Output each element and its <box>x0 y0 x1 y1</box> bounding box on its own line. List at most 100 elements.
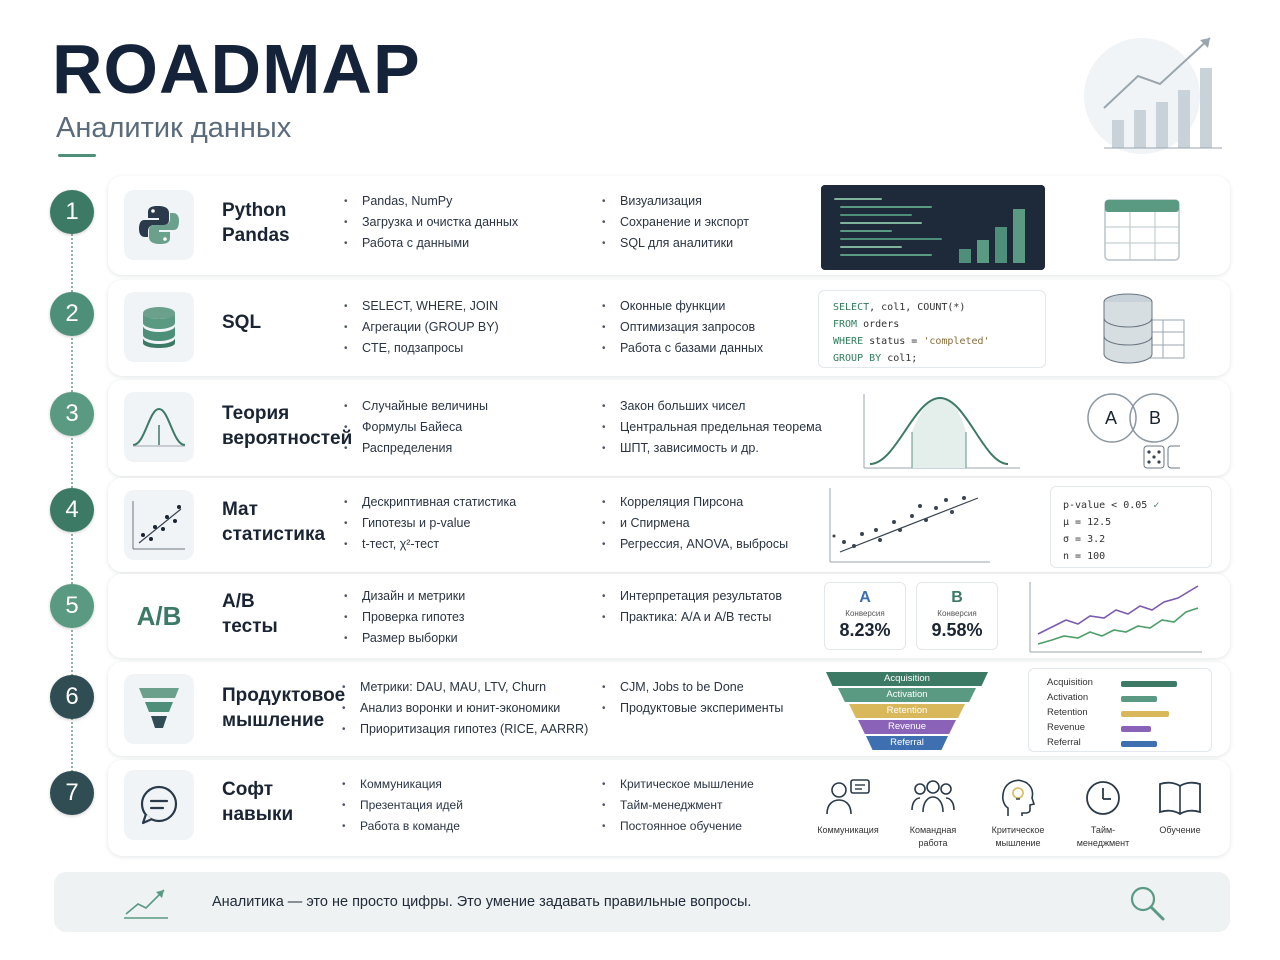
skill-item: Визуализация <box>602 191 749 212</box>
page-title: ROADMAP <box>52 30 421 108</box>
skill-item: Распределения <box>344 438 488 459</box>
skill-item: Регрессия, ANOVA, выбросы <box>602 534 788 555</box>
ab-line-chart-illustration <box>1029 582 1202 653</box>
skill-item: Практика: A/A и A/B тесты <box>602 607 782 628</box>
skill-item: Проверка гипотез <box>344 607 465 628</box>
step-number-7: 7 <box>50 771 94 815</box>
venn-label-b: B <box>1149 408 1162 428</box>
legend-label-acquisition: Acquisition <box>1047 677 1093 688</box>
skill-item: Корреляция Пирсона <box>602 492 788 513</box>
stat-mean: μ = 12.5 <box>1063 517 1112 528</box>
variant-a-card: A Конверсия 8.23% <box>824 582 906 650</box>
step-row-python: Python Pandas Pandas, NumPy Загрузка и о… <box>108 176 1230 275</box>
footer-banner: Аналитика — это не просто цифры. Это уме… <box>54 872 1230 932</box>
skill-item: Оптимизация запросов <box>602 317 763 338</box>
growth-chart-icon <box>1084 37 1222 154</box>
variant-b-value: 9.58% <box>931 620 983 640</box>
skill-item: CJM, Jobs to be Done <box>602 677 783 698</box>
soft-skill-critical-thinking: Критическое мышление <box>978 778 1058 850</box>
step-title: Теория вероятностей <box>222 403 353 449</box>
variant-a-label: Конверсия <box>845 609 885 618</box>
magnifier-icon <box>1130 886 1165 921</box>
skill-item: Загрузка и очистка данных <box>344 212 518 233</box>
stat-n: n = 100 <box>1063 551 1106 562</box>
skill-item: ШПТ, зависимость и др. <box>602 438 822 459</box>
variant-a-value: 8.23% <box>839 620 891 640</box>
sql-code-snippet: SELECT, col1, COUNT(*) FROM orders WHERE… <box>818 290 1046 368</box>
step-number-3: 3 <box>50 392 94 436</box>
step-row-soft-skills: Софт навыки Коммуникация Презентация иде… <box>108 760 1230 856</box>
skills-list-1: Pandas, NumPy Загрузка и очистка данных … <box>344 191 518 254</box>
skill-item: Центральная предельная теорема <box>602 417 822 438</box>
legend-label-revenue: Revenue <box>1047 722 1086 733</box>
communication-icon <box>826 779 870 815</box>
step-title: Продуктовое мышление <box>222 685 346 731</box>
stat-sigma: σ = 3.2 <box>1063 534 1106 545</box>
venn-circles <box>1087 393 1180 469</box>
step-title: Python Pandas <box>222 200 290 246</box>
skills-list-1: Дескриптивная статистика Гипотезы и p-va… <box>344 492 516 555</box>
skills-list-1: Случайные величины Формулы Байеса Распре… <box>344 396 488 459</box>
skill-item: Продуктовые эксперименты <box>602 698 783 719</box>
step-row-probability: Теория вероятностей Случайные величины Ф… <box>108 380 1230 476</box>
stats-summary-box: p-value < 0.05 ✓ μ = 12.5 σ = 3.2 n = 10… <box>1050 486 1212 568</box>
funnel-icon <box>124 674 194 744</box>
skill-item: CTE, подзапросы <box>344 338 499 359</box>
skill-item: Размер выборки <box>344 628 465 649</box>
skill-item: SELECT, WHERE, JOIN <box>344 296 499 317</box>
skill-item: Критическое мышление <box>602 774 754 795</box>
soft-skill-communication: Коммуникация <box>808 778 888 837</box>
skill-item: Презентация идей <box>342 795 463 816</box>
step-row-sql: SQL SELECT, WHERE, JOIN Агрегации (GROUP… <box>108 280 1230 376</box>
skills-list-1: Дизайн и метрики Проверка гипотез Размер… <box>344 586 465 649</box>
bell-curve-icon <box>124 392 194 462</box>
funnel-step-activation: Activation <box>838 688 976 702</box>
skills-list-2: Корреляция Пирсона и Спирмена Регрессия,… <box>602 492 788 555</box>
legend-bar-acquisition <box>1121 681 1177 687</box>
aarrr-funnel: Acquisition Activation Retention Revenue… <box>826 672 988 752</box>
soft-skill-learning: Обучение <box>1140 778 1220 837</box>
legend-bar-activation <box>1121 696 1157 702</box>
book-icon <box>1159 781 1201 816</box>
table-icon <box>1104 199 1180 261</box>
skill-item: Анализ воронки и юнит-экономики <box>342 698 588 719</box>
variant-a-letter: A <box>859 589 871 606</box>
skill-item: Работа с данными <box>344 233 518 254</box>
database-icon <box>124 292 194 362</box>
funnel-step-referral: Referral <box>866 736 948 750</box>
legend-bar-referral <box>1121 741 1157 747</box>
variant-b-label: Конверсия <box>937 609 977 618</box>
skill-item: Метрики: DAU, MAU, LTV, Churn <box>342 677 588 698</box>
skills-list-2: Оконные функции Оптимизация запросов Раб… <box>602 296 763 359</box>
trend-up-icon <box>124 889 168 919</box>
legend-label-activation: Activation <box>1047 692 1089 703</box>
skill-item: Гипотезы и p-value <box>344 513 516 534</box>
skill-item: Тайм-менеджмент <box>602 795 754 816</box>
skills-list-2: Визуализация Сохранение и экспорт SQL дл… <box>602 191 749 254</box>
soft-skill-time-management: Тайм- менеджмент <box>1063 778 1143 850</box>
skill-item: Закон больших чисел <box>602 396 822 417</box>
step-title: Мат статистика <box>222 499 326 545</box>
check-circle-icon: ✓ <box>1153 500 1160 511</box>
skill-item: Дескриптивная статистика <box>344 492 516 513</box>
step-number-1: 1 <box>50 190 94 234</box>
ab-test-icon: A/B <box>136 600 182 631</box>
regression-scatter-illustration <box>829 488 990 563</box>
variant-b-letter: B <box>951 589 963 606</box>
skill-item: Агрегации (GROUP BY) <box>344 317 499 338</box>
skill-item: Случайные величины <box>344 396 488 417</box>
skill-item: Pandas, NumPy <box>344 191 518 212</box>
skills-list-2: Интерпретация результатов Практика: A/A … <box>602 586 782 628</box>
skill-item: Приоритизация гипотез (RICE, AARRR) <box>342 719 588 740</box>
skill-item: SQL для аналитики <box>602 233 749 254</box>
legend-label-referral: Referral <box>1047 737 1081 748</box>
chat-bubble-icon <box>124 770 194 840</box>
skills-list-1: Метрики: DAU, MAU, LTV, Churn Анализ вор… <box>342 677 588 740</box>
skill-item: Оконные функции <box>602 296 763 317</box>
skill-item: и Спирмена <box>602 513 788 534</box>
variant-b-card: B Конверсия 9.58% <box>916 582 998 650</box>
funnel-step-acquisition: Acquisition <box>826 672 988 686</box>
skills-list-2: Критическое мышление Тайм-менеджмент Пос… <box>602 774 754 837</box>
code-editor-illustration <box>821 185 1045 270</box>
skills-list-2: CJM, Jobs to be Done Продуктовые экспери… <box>602 677 783 719</box>
